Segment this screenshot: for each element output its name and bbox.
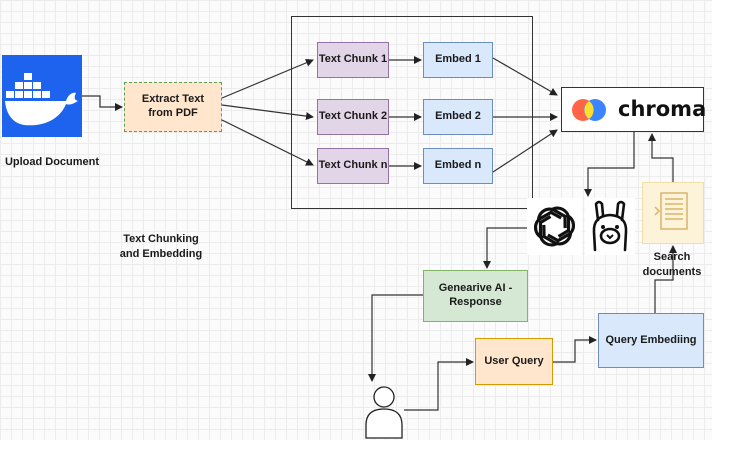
arrow-extract-to-chunk-n: [221, 119, 314, 166]
document-search-icon: [642, 182, 704, 244]
text-chunk-1-node: Text Chunk 1: [317, 42, 389, 78]
upload-document-label: Upload Document: [4, 156, 100, 168]
arrow-extract-to-chunk-2: [221, 104, 314, 121]
docker-whale-icon: [2, 55, 82, 137]
arrow-llm-to-genai: [483, 227, 527, 269]
text-chunk-2-node: Text Chunk 2: [317, 99, 389, 135]
user-query-node: User Query: [475, 338, 553, 385]
arrow-search-to-chroma: [648, 133, 674, 182]
arrow-user-to-query: [404, 358, 474, 411]
text-chunk-n-node: Text Chunk n: [317, 148, 389, 184]
chroma-logo-icon: [572, 99, 606, 121]
generative-ai-response-node: Genearive AI - Response: [423, 270, 528, 322]
search-documents-label: Search documents: [642, 251, 702, 278]
embed-2-node: Embed 2: [423, 99, 493, 135]
query-embedding-node: Query Embediing: [598, 313, 704, 368]
extract-text-node: Extract Text from PDF: [124, 82, 222, 132]
arrow-docker-to-extract: [82, 95, 123, 111]
arrow-embed-n-to-chroma: [492, 129, 558, 173]
arrow-embed-1-to-chroma: [492, 57, 558, 96]
arrow-chroma-to-llm: [584, 132, 635, 197]
chroma-wordmark: chroma: [618, 97, 707, 121]
embed-n-node: Embed n: [423, 148, 493, 184]
user-icon: [364, 383, 404, 439]
chunking-container: [291, 16, 533, 209]
chroma-node: chroma: [561, 87, 707, 132]
arrow-genai-to-user: [368, 294, 423, 382]
embed-1-node: Embed 1: [423, 42, 493, 78]
arrow-extract-to-chunk-1: [221, 59, 314, 99]
text-chunking-label: Text Chunking and Embedding: [119, 233, 203, 260]
arrow-query-to-embedding: [553, 336, 597, 363]
openai-logo-icon: [527, 198, 582, 255]
ollama-llama-icon: [585, 198, 635, 255]
arrow-embedding-to-search: [654, 245, 677, 313]
